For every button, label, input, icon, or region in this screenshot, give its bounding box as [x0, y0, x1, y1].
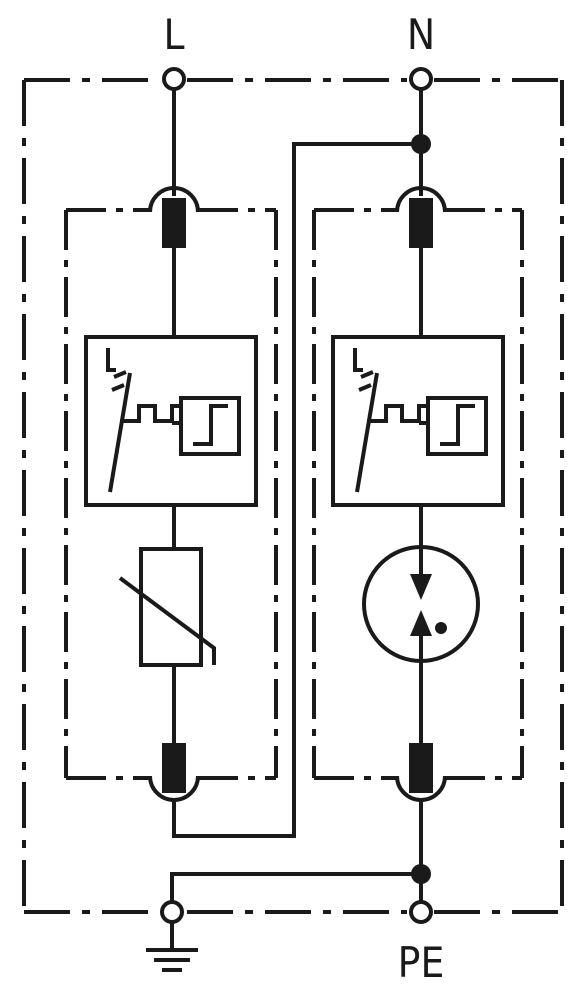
thermal-disconnector-icon	[353, 348, 428, 493]
junction-dot	[411, 864, 431, 884]
fuse-contact	[409, 743, 433, 793]
terminal-pe	[409, 900, 433, 924]
fuse-contact	[162, 198, 186, 248]
outer-enclosure	[22, 78, 564, 914]
junction-dot	[411, 134, 431, 154]
line-branch	[84, 89, 421, 838]
terminal-n	[409, 67, 433, 91]
left-module-enclosure	[64, 208, 278, 780]
label-neutral: N	[406, 10, 436, 59]
neutral-branch	[170, 89, 505, 901]
label-protective-earth: PE	[397, 938, 445, 987]
fuse-contact	[409, 198, 433, 248]
ground-icon	[146, 923, 198, 972]
terminal-l	[162, 67, 186, 91]
label-line: L	[163, 10, 185, 59]
varistor-icon	[118, 547, 216, 667]
terminal-ground	[160, 900, 184, 924]
right-module-enclosure	[312, 208, 524, 780]
thermal-disconnector-icon	[106, 348, 181, 493]
fuse-contact	[162, 743, 186, 793]
